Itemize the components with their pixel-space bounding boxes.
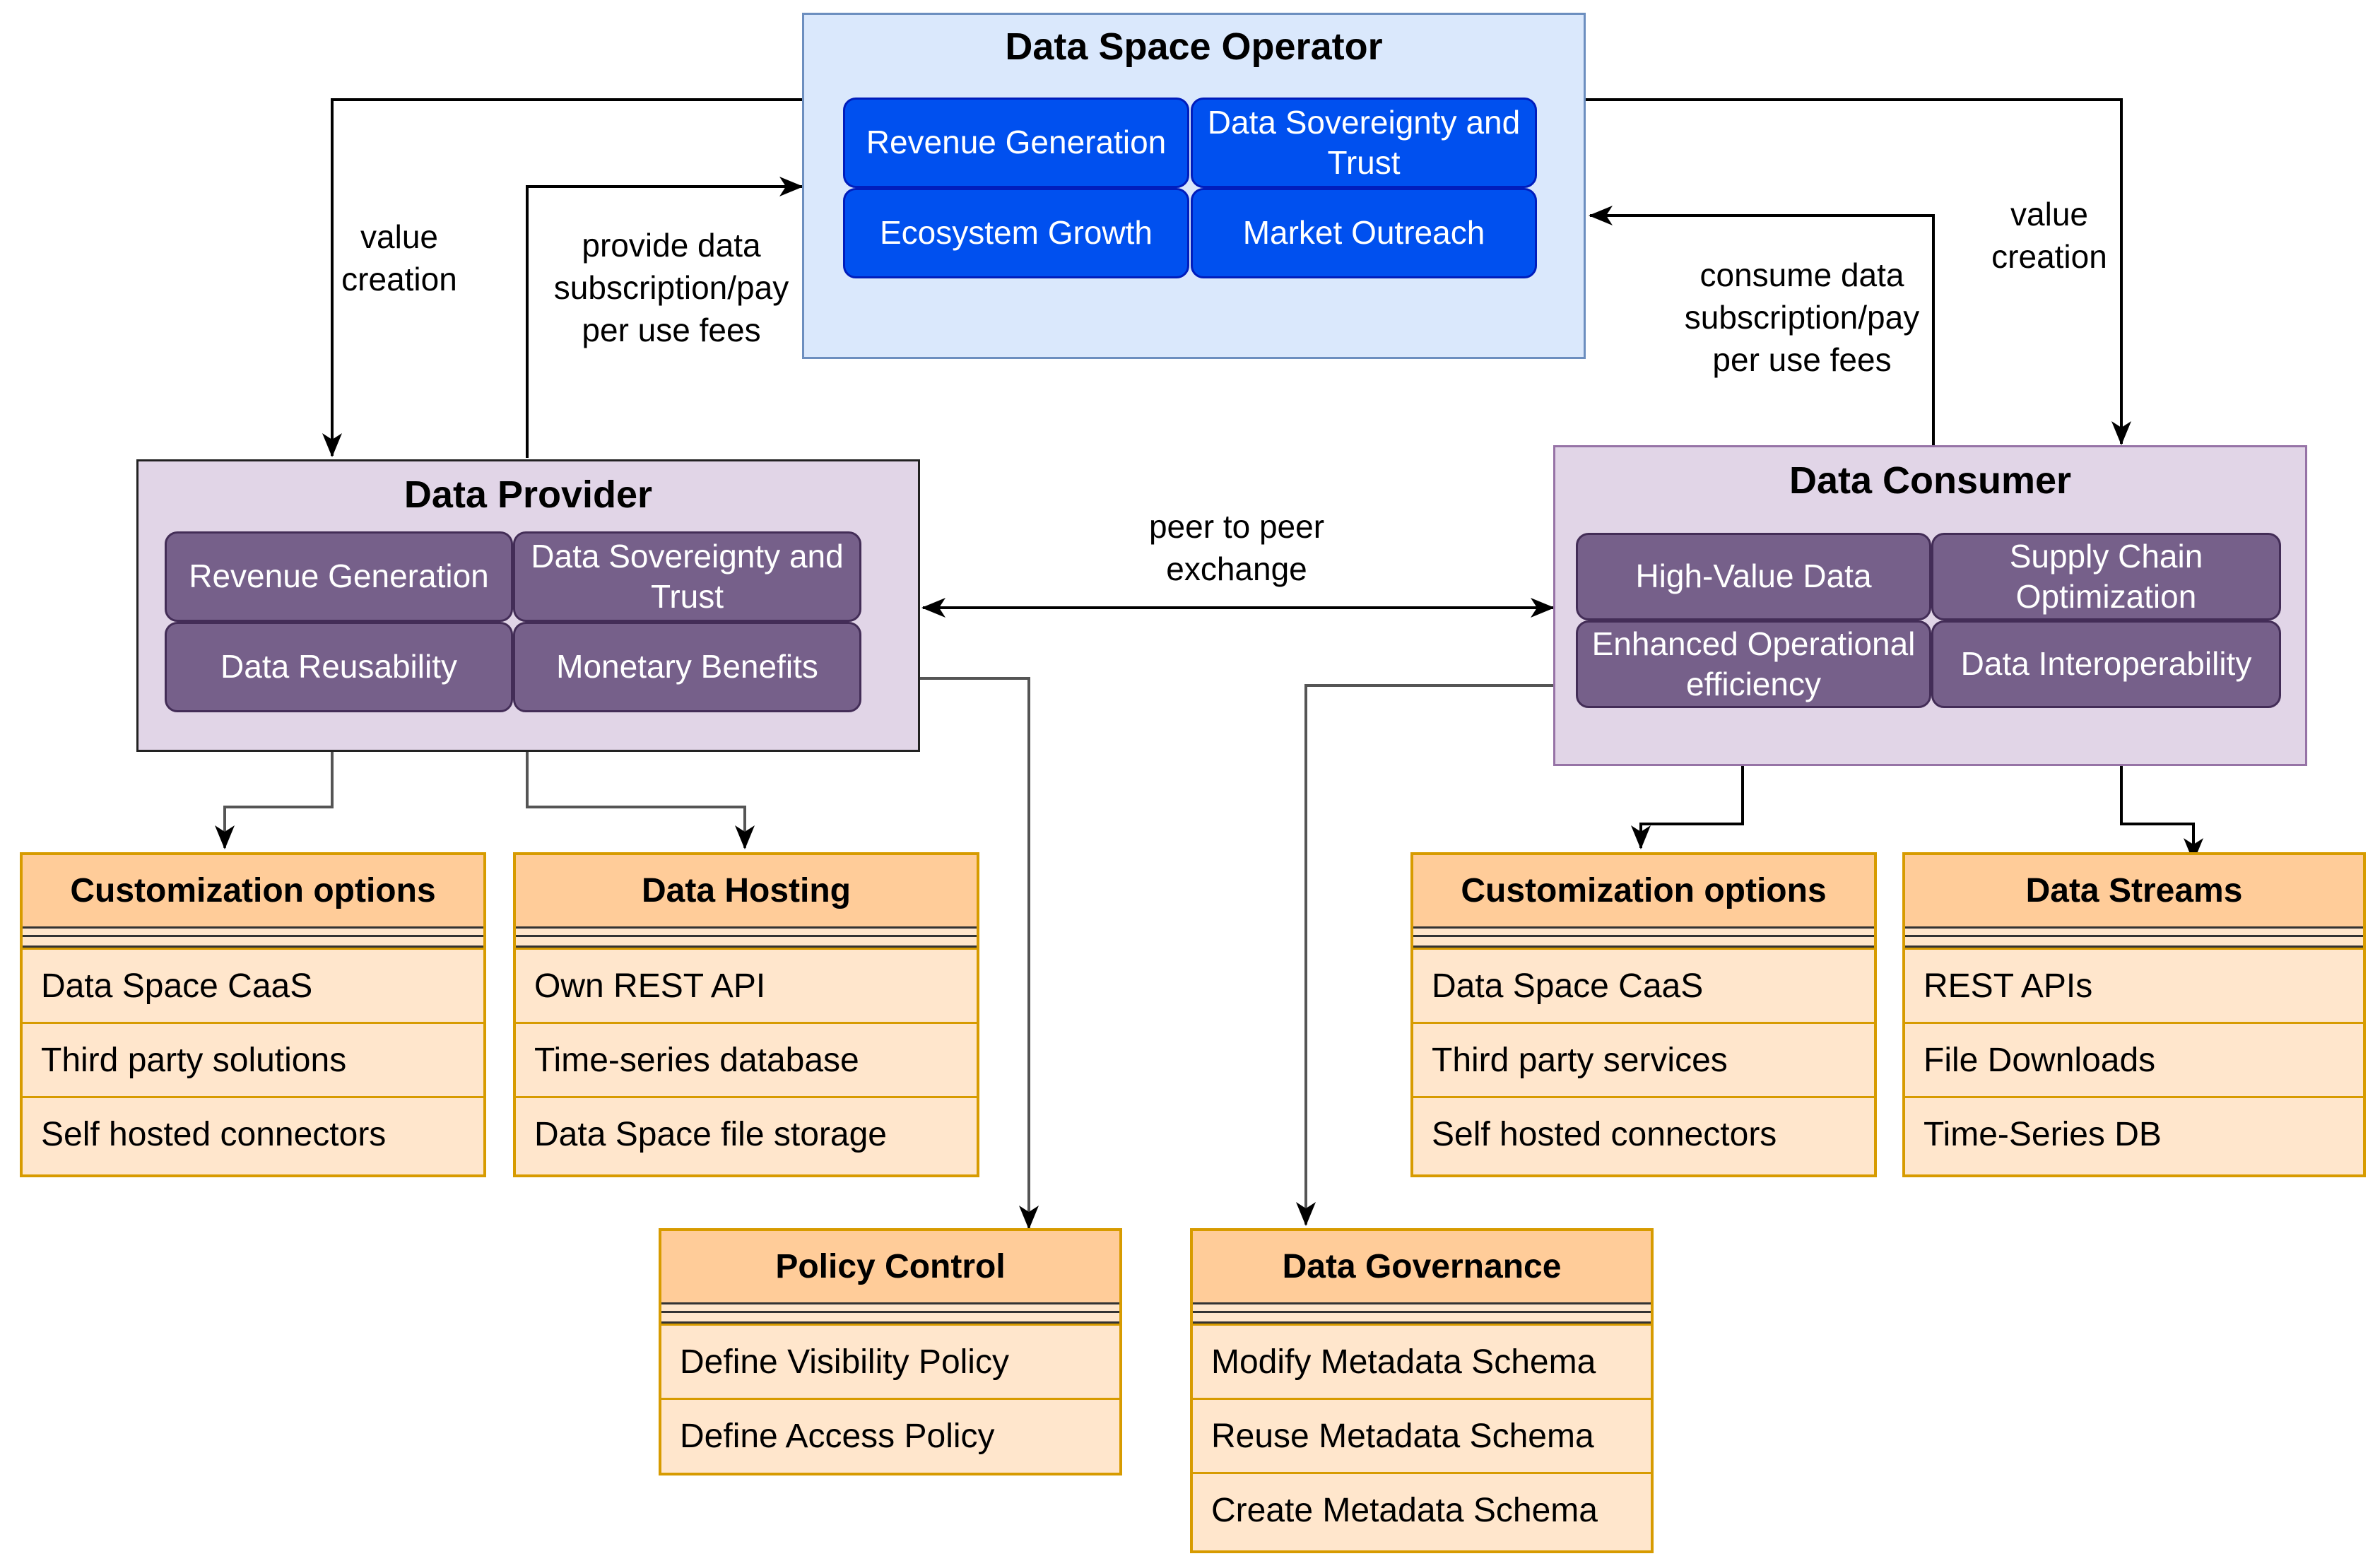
label-provide-fees: provide data subscription/pay per use fe… — [553, 227, 789, 348]
operator-tile-outreach: Market Outreach — [1191, 188, 1537, 278]
table-provider-customization: Customization options Data Space CaaS Th… — [20, 852, 486, 1177]
table-data-streams: Data Streams REST APIs File Downloads Ti… — [1902, 852, 2366, 1177]
edge-consumer-streams — [2120, 766, 2203, 862]
table-row: Data Space file storage — [516, 1096, 977, 1170]
operator-title: Data Space Operator — [1005, 25, 1383, 68]
table-consumer-customization: Customization options Data Space CaaS Th… — [1410, 852, 1877, 1177]
table-policy-control: Policy Control Define Visibility Policy … — [659, 1228, 1122, 1475]
edge-consumer-governance — [1296, 684, 1553, 1226]
provider-tile-sovereignty: Data Sovereignty and Trust — [513, 531, 861, 622]
consumer-tile-interoperability: Data Interoperability — [1931, 620, 2281, 708]
operator-tile-revenue: Revenue Generation — [843, 98, 1189, 188]
table-data-hosting: Data Hosting Own REST API Time-series da… — [513, 852, 979, 1177]
edge-consume-fees — [1589, 206, 1935, 447]
table-row: REST APIs — [1905, 948, 2363, 1022]
table-row: Create Metadata Schema — [1193, 1472, 1651, 1546]
operator-tile-ecosystem: Ecosystem Growth — [843, 188, 1189, 278]
table-title: Policy Control — [661, 1231, 1119, 1304]
table-row: Data Space CaaS — [1413, 948, 1874, 1022]
table-row: Modify Metadata Schema — [1193, 1324, 1651, 1398]
consumer-tile-high-value: High-Value Data — [1576, 533, 1931, 620]
table-row: Define Visibility Policy — [661, 1324, 1119, 1398]
edge-provider-policy — [920, 677, 1039, 1230]
table-row: Define Access Policy — [661, 1398, 1119, 1472]
label-value-creation-right: value creation — [1991, 196, 2107, 275]
table-title: Data Governance — [1193, 1231, 1651, 1304]
consumer-title: Data Consumer — [1789, 459, 2072, 502]
table-title: Customization options — [1413, 855, 1874, 929]
table-row: Time-series database — [516, 1022, 977, 1096]
table-row: Self hosted connectors — [1413, 1096, 1874, 1170]
provider-tile-monetary: Monetary Benefits — [513, 622, 861, 712]
table-title: Data Streams — [1905, 855, 2363, 929]
table-row: Third party solutions — [23, 1022, 483, 1096]
provider-tile-reusability: Data Reusability — [165, 622, 513, 712]
table-row: Third party services — [1413, 1022, 1874, 1096]
table-row: Data Space CaaS — [23, 948, 483, 1022]
consumer-tile-operational: Enhanced Operational efficiency — [1576, 620, 1931, 708]
label-consume-fees: consume data subscription/pay per use fe… — [1684, 257, 1920, 378]
operator-tile-sovereignty: Data Sovereignty and Trust — [1191, 98, 1537, 188]
table-title: Data Hosting — [516, 855, 977, 929]
table-title: Customization options — [23, 855, 483, 929]
table-row: Time-Series DB — [1905, 1096, 2363, 1170]
edge-provider-hosting — [526, 752, 755, 849]
edge-provider-customization — [215, 752, 334, 849]
label-value-creation-left: value creation — [341, 218, 457, 298]
edge-value-creation-left — [322, 98, 802, 457]
provider-tile-revenue: Revenue Generation — [165, 531, 513, 622]
provider-title: Data Provider — [403, 473, 653, 516]
edge-provide-fees — [526, 177, 803, 458]
table-row: Reuse Metadata Schema — [1193, 1398, 1651, 1472]
edge-value-creation-right — [1586, 98, 2131, 445]
table-row: Self hosted connectors — [23, 1096, 483, 1170]
table-row: File Downloads — [1905, 1022, 2363, 1096]
consumer-tile-supply-chain: Supply Chain Optimization — [1931, 533, 2281, 620]
edge-consumer-customization — [1631, 766, 1744, 849]
label-peer-exchange: peer to peer exchange — [1148, 508, 1325, 587]
table-row: Own REST API — [516, 948, 977, 1022]
table-data-governance: Data Governance Modify Metadata Schema R… — [1190, 1228, 1654, 1553]
